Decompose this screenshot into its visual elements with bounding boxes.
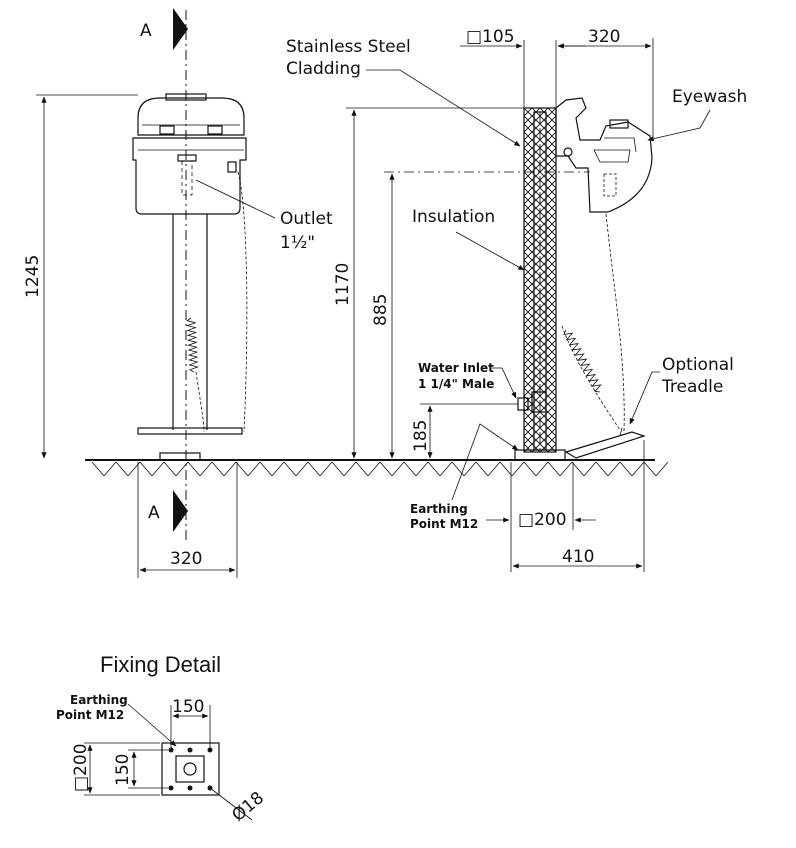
dim-front-height: 1245	[23, 94, 138, 459]
fixing-pillar-outline	[175, 755, 205, 783]
optional-treadle-label-line1: Optional	[662, 355, 734, 375]
fixing-center-hole	[183, 762, 197, 776]
side-pillar	[514, 40, 566, 461]
dim-side-outlet-height-value: 885	[371, 294, 391, 326]
insulation-leader	[455, 231, 525, 271]
dim-bowl-projection-value: 320	[588, 27, 620, 47]
dim-fixing-hole-value: Ø18	[228, 788, 268, 826]
front-pillar	[137, 214, 243, 461]
fixing-bolt-holes	[168, 747, 213, 791]
dim-front-height-value: 1245	[23, 255, 43, 298]
earthing-leader	[451, 423, 519, 501]
outlet-label-line2: 1½"	[280, 233, 315, 253]
front-chain	[195, 171, 248, 433]
dim-fixing-height-value: 150	[113, 754, 133, 786]
eyewash-label: Eyewash	[672, 87, 747, 107]
eyewash-leader	[647, 109, 711, 142]
fixing-earthing-label-line2: Point M12	[56, 708, 124, 722]
dim-fixing-width: 150	[170, 697, 211, 748]
earthing-label-line2: Point M12	[410, 517, 478, 531]
dim-fixing-width-value: 150	[172, 697, 204, 717]
insulation-label: Insulation	[412, 207, 495, 227]
fixing-detail: Fixing Detail Earthing Point M12 150 150	[56, 652, 268, 826]
fixing-earthing-label-line1: Earthing	[70, 693, 128, 707]
dim-pillar-size-value: □105	[466, 27, 515, 47]
dim-side-total-height: 1170	[333, 107, 524, 459]
dim-side-inlet-height: 185	[411, 403, 518, 459]
dim-fixing-plate: □200	[71, 742, 160, 796]
cladding-leader	[366, 69, 521, 147]
section-label-top: A	[140, 21, 152, 41]
water-inlet-label-line1: Water Inlet	[418, 361, 494, 375]
side-view: Stainless Steel Cladding Eyewash Insulat…	[286, 27, 747, 572]
ground-line	[85, 459, 669, 477]
dim-front-width-value: 320	[170, 549, 202, 569]
fixing-detail-title: Fixing Detail	[100, 652, 221, 677]
water-inlet-label-line2: 1 1/4" Male	[418, 377, 494, 391]
dim-pillar-size: □105	[460, 27, 586, 49]
dim-fixing-height: 150	[113, 749, 168, 789]
water-inlet-leader	[492, 367, 517, 399]
section-arrow-top	[173, 8, 188, 50]
treadle-leader	[629, 371, 660, 425]
front-bowl	[132, 93, 247, 215]
dim-side-total-height-value: 1170	[333, 263, 353, 306]
front-view: A A	[23, 8, 333, 578]
dim-bowl-projection: 320	[557, 27, 654, 138]
dim-side-inlet-height-value: 185	[411, 420, 431, 452]
section-label-bottom: A	[148, 503, 160, 523]
side-spring	[563, 329, 602, 393]
dim-side-base-depth-value: 410	[562, 547, 594, 567]
dim-side-base-depth: 410	[512, 440, 645, 572]
side-chain	[561, 213, 625, 433]
dim-base-size-value: □200	[518, 510, 567, 530]
dim-base-size: □200	[486, 462, 596, 572]
dim-front-width: 320	[137, 462, 238, 578]
outlet-label-line1: Outlet	[280, 209, 333, 229]
cladding-label-line1: Stainless Steel	[286, 37, 411, 57]
outlet-leader	[195, 179, 276, 219]
dim-fixing-plate-value: □200	[71, 743, 91, 792]
section-arrow-bottom	[173, 490, 188, 532]
fixing-earthing-leader	[127, 703, 177, 747]
cladding-label-line2: Cladding	[286, 59, 361, 79]
optional-treadle-label-line2: Treadle	[661, 377, 723, 397]
front-spring	[186, 317, 200, 373]
dim-side-outlet-height: 885	[371, 171, 590, 459]
side-eyewash-bowl	[555, 97, 653, 213]
side-treadle	[564, 427, 646, 459]
fixing-base-plate	[161, 742, 220, 796]
earthing-label-line1: Earthing	[410, 502, 468, 516]
